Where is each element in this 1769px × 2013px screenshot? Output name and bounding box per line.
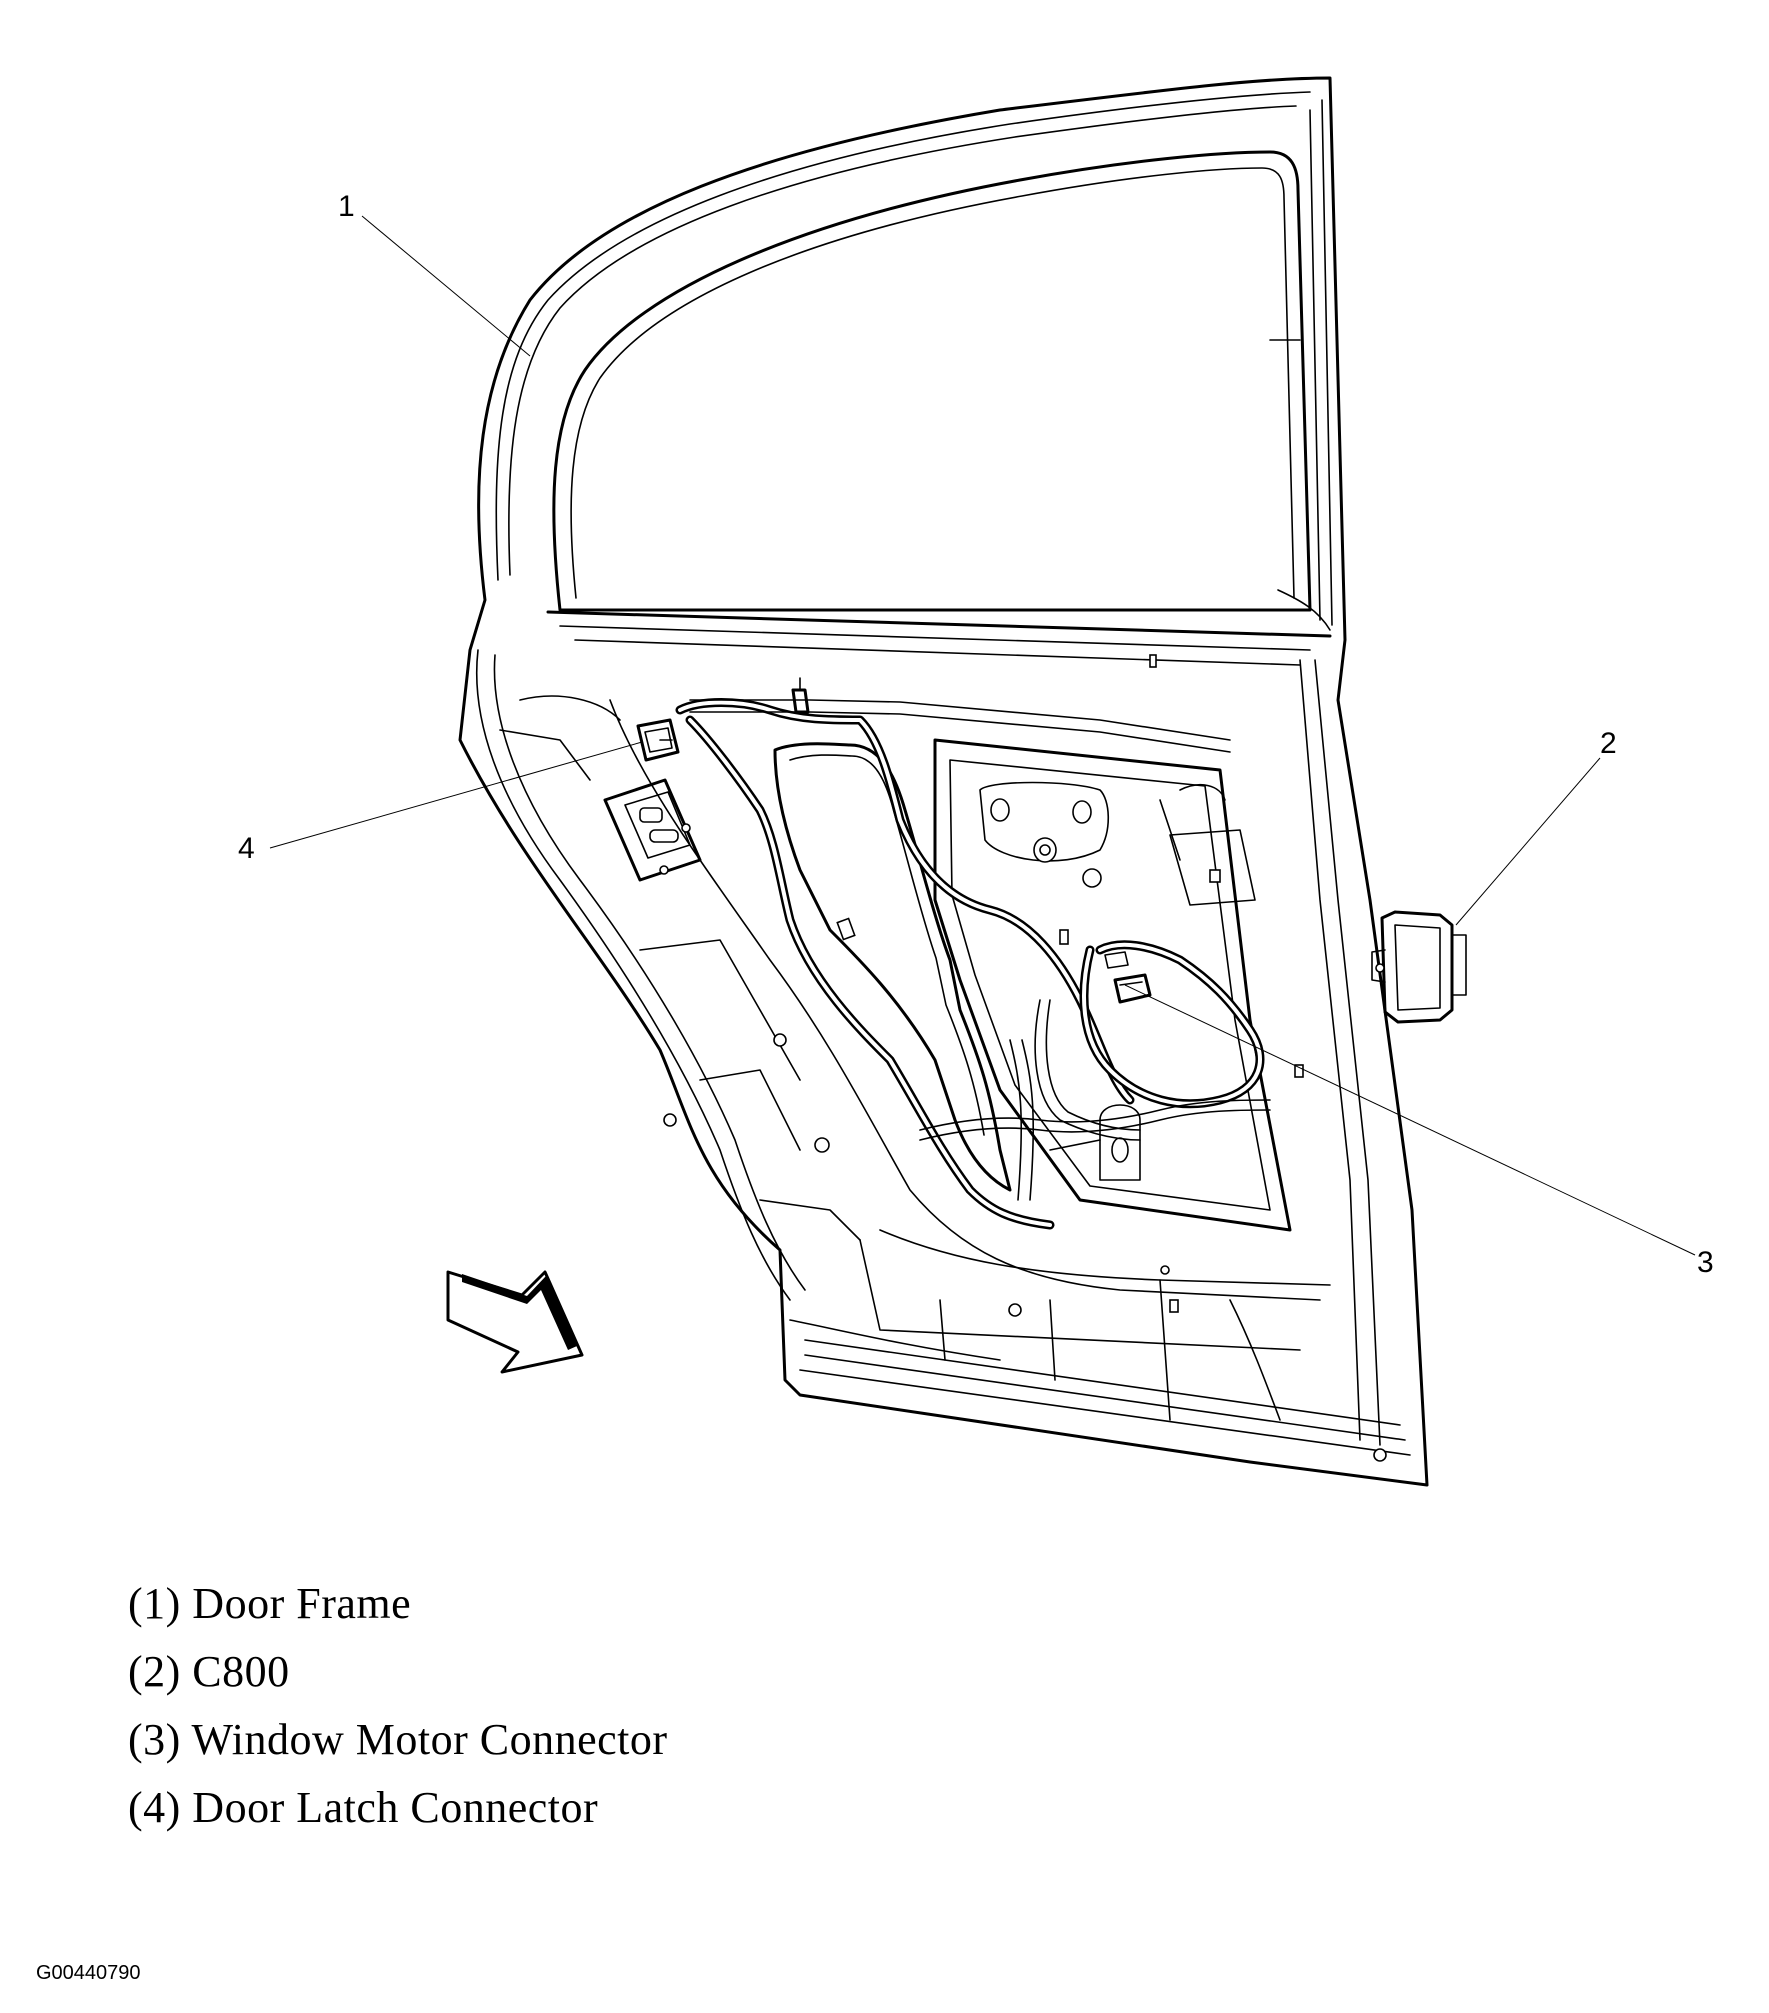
legend-item-c800: (2) C800 (128, 1647, 290, 1696)
leader-line-1 (361, 215, 531, 357)
legend-item-door-frame: (1) Door Frame (128, 1579, 412, 1628)
figure-id: G00440790 (36, 1962, 141, 1984)
legend: (1) Door Frame (2) C800 (3) Window Motor… (128, 1570, 668, 1842)
callout-4: 4 (238, 832, 255, 865)
direction-arrow-icon (446, 1270, 584, 1374)
callout-2: 2 (1600, 727, 1617, 760)
door-frame (458, 76, 1429, 1487)
leader-line-2 (1455, 757, 1601, 926)
callout-3: 3 (1697, 1246, 1714, 1279)
leader-line-3 (1124, 984, 1696, 1256)
legend-item-door-latch-connector: (4) Door Latch Connector (128, 1783, 599, 1832)
wiring-harness (675, 677, 1271, 1230)
callout-1: 1 (338, 190, 355, 223)
door-latch-connector (636, 718, 680, 762)
leader-line-4 (269, 741, 643, 849)
window-motor-connector (1104, 951, 1152, 1004)
c800-connector (1371, 910, 1467, 1024)
door-wiring-diagram: 1 2 3 4 (238, 76, 1714, 1487)
legend-item-window-motor-connector: (3) Window Motor Connector (128, 1715, 668, 1764)
